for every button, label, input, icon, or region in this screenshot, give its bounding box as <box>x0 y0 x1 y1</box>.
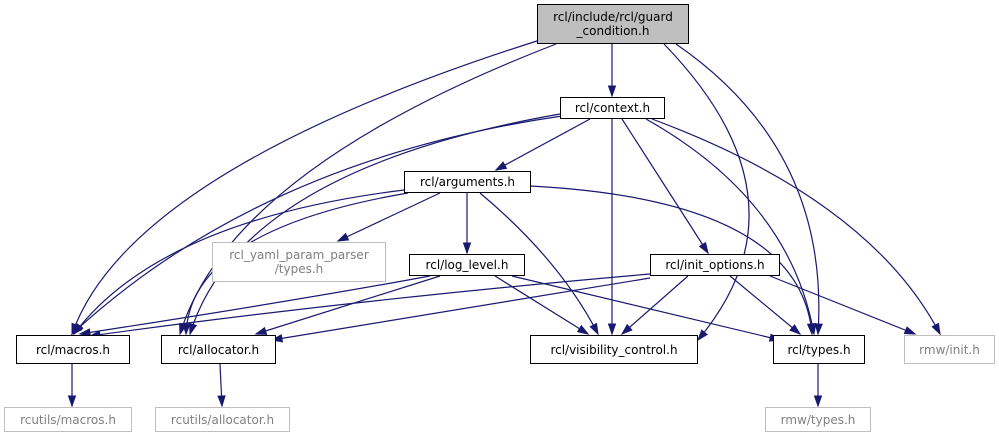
node-log-level[interactable]: rcl/log_level.h <box>409 254 525 276</box>
node-rcutils-allocator-label: rcutils/allocator.h <box>170 412 275 427</box>
edge-loglevel-to-visibility <box>494 275 589 335</box>
node-rmw-types[interactable]: rmw/types.h <box>765 407 871 432</box>
node-init-options-label: rcl/init_options.h <box>665 258 765 272</box>
edge-initopts-to-macros <box>89 273 651 337</box>
edge-guard-to-types <box>675 43 820 335</box>
node-rcutils-allocator[interactable]: rcutils/allocator.h <box>155 407 290 432</box>
edge-initopts-to-visibility <box>621 275 689 335</box>
edge-initopts-to-allocator <box>271 277 651 341</box>
edge-arguments-to-yaml <box>337 192 441 242</box>
arrowhead-loglevel-to-allocator <box>254 326 268 335</box>
edge-context-to-allocator <box>189 113 561 335</box>
arrowhead-arguments-to-macros <box>73 323 84 336</box>
edge-context-to-initopts <box>621 118 709 254</box>
node-guard[interactable]: rcl/include/rcl/guard _condition.h <box>537 4 689 44</box>
arrowhead-types-to-rmwtypes <box>813 395 823 408</box>
node-allocator[interactable]: rcl/allocator.h <box>161 335 276 364</box>
edge-context-to-rmwinit <box>651 118 941 335</box>
arrowhead-context-to-visibility <box>607 323 617 336</box>
node-rmw-types-label: rmw/types.h <box>780 412 856 427</box>
node-allocator-label: rcl/allocator.h <box>177 342 260 357</box>
arrowhead-arguments-to-loglevel <box>462 242 472 255</box>
arrowhead-arguments-to-yaml <box>336 232 350 242</box>
edge-loglevel-to-macros <box>79 275 431 335</box>
arrowhead-loglevel-to-visibility <box>576 324 590 335</box>
node-init-options[interactable]: rcl/init_options.h <box>650 254 780 276</box>
edge-arguments-to-visibility <box>479 192 599 335</box>
node-arguments-label: rcl/arguments.h <box>420 175 515 189</box>
node-macros[interactable]: rcl/macros.h <box>16 335 130 364</box>
arrowhead-guard-to-visibility <box>697 329 708 342</box>
arrowhead-loglevel-to-macros <box>78 328 92 337</box>
edge-initopts-to-types <box>729 275 801 335</box>
node-context-label: rcl/context.h <box>574 101 651 115</box>
node-guard-label: rcl/include/rcl/guard _condition.h <box>553 10 673 38</box>
arrowhead-initopts-to-rmwinit <box>903 326 917 335</box>
arrowhead-guard-to-types <box>814 323 823 336</box>
node-rcl-types[interactable]: rcl/types.h <box>773 335 865 364</box>
node-arguments[interactable]: rcl/arguments.h <box>404 171 531 193</box>
edges-layer <box>67 39 941 408</box>
arrowhead-initopts-to-types <box>789 324 802 335</box>
arrowhead-context-to-arguments <box>494 161 508 171</box>
node-rmw-init[interactable]: rmw/init.h <box>904 335 995 364</box>
edge-initopts-to-rmwinit <box>769 275 916 335</box>
node-context[interactable]: rcl/context.h <box>560 97 665 119</box>
arrowhead-arguments-to-visibility <box>589 322 599 336</box>
node-yaml-types[interactable]: rcl_yaml_param_parser /types.h <box>212 242 386 282</box>
edge-arguments-to-types <box>529 185 813 335</box>
node-rcl-types-label: rcl/types.h <box>787 342 851 357</box>
edge-context-to-arguments <box>495 118 591 171</box>
arrowhead-initopts-to-visibility <box>620 323 633 335</box>
node-visibility-control-label: rcl/visibility_control.h <box>550 342 678 357</box>
arrowhead-macros-to-rcmacros <box>67 395 77 408</box>
arrowhead-guard-to-context <box>607 85 617 98</box>
node-visibility-control[interactable]: rcl/visibility_control.h <box>530 335 698 364</box>
arrowhead-arguments-to-allocator <box>182 323 191 336</box>
edge-context-to-types <box>645 118 815 335</box>
arrowhead-allocator-to-rcalloc <box>217 395 226 408</box>
edge-arguments-to-macros <box>73 189 405 335</box>
node-yaml-types-label: rcl_yaml_param_parser /types.h <box>229 248 369 276</box>
arrowhead-context-to-allocator <box>189 322 198 336</box>
node-rmw-init-label: rmw/init.h <box>919 342 980 357</box>
edge-guard-to-visibility <box>663 43 750 341</box>
edge-loglevel-to-types <box>511 275 781 341</box>
node-macros-label: rcl/macros.h <box>36 342 110 357</box>
edge-loglevel-to-allocator <box>255 275 441 335</box>
node-rcutils-macros-label: rcutils/macros.h <box>20 412 116 427</box>
edge-guard-to-macros <box>71 39 541 335</box>
arrowhead-arguments-to-types <box>806 323 816 336</box>
arrowhead-context-to-initopts <box>698 241 709 255</box>
edge-context-to-macros <box>71 115 563 335</box>
arrowhead-context-to-rmwinit <box>931 322 941 336</box>
node-rcutils-macros[interactable]: rcutils/macros.h <box>4 407 132 432</box>
node-log-level-label: rcl/log_level.h <box>425 258 509 272</box>
